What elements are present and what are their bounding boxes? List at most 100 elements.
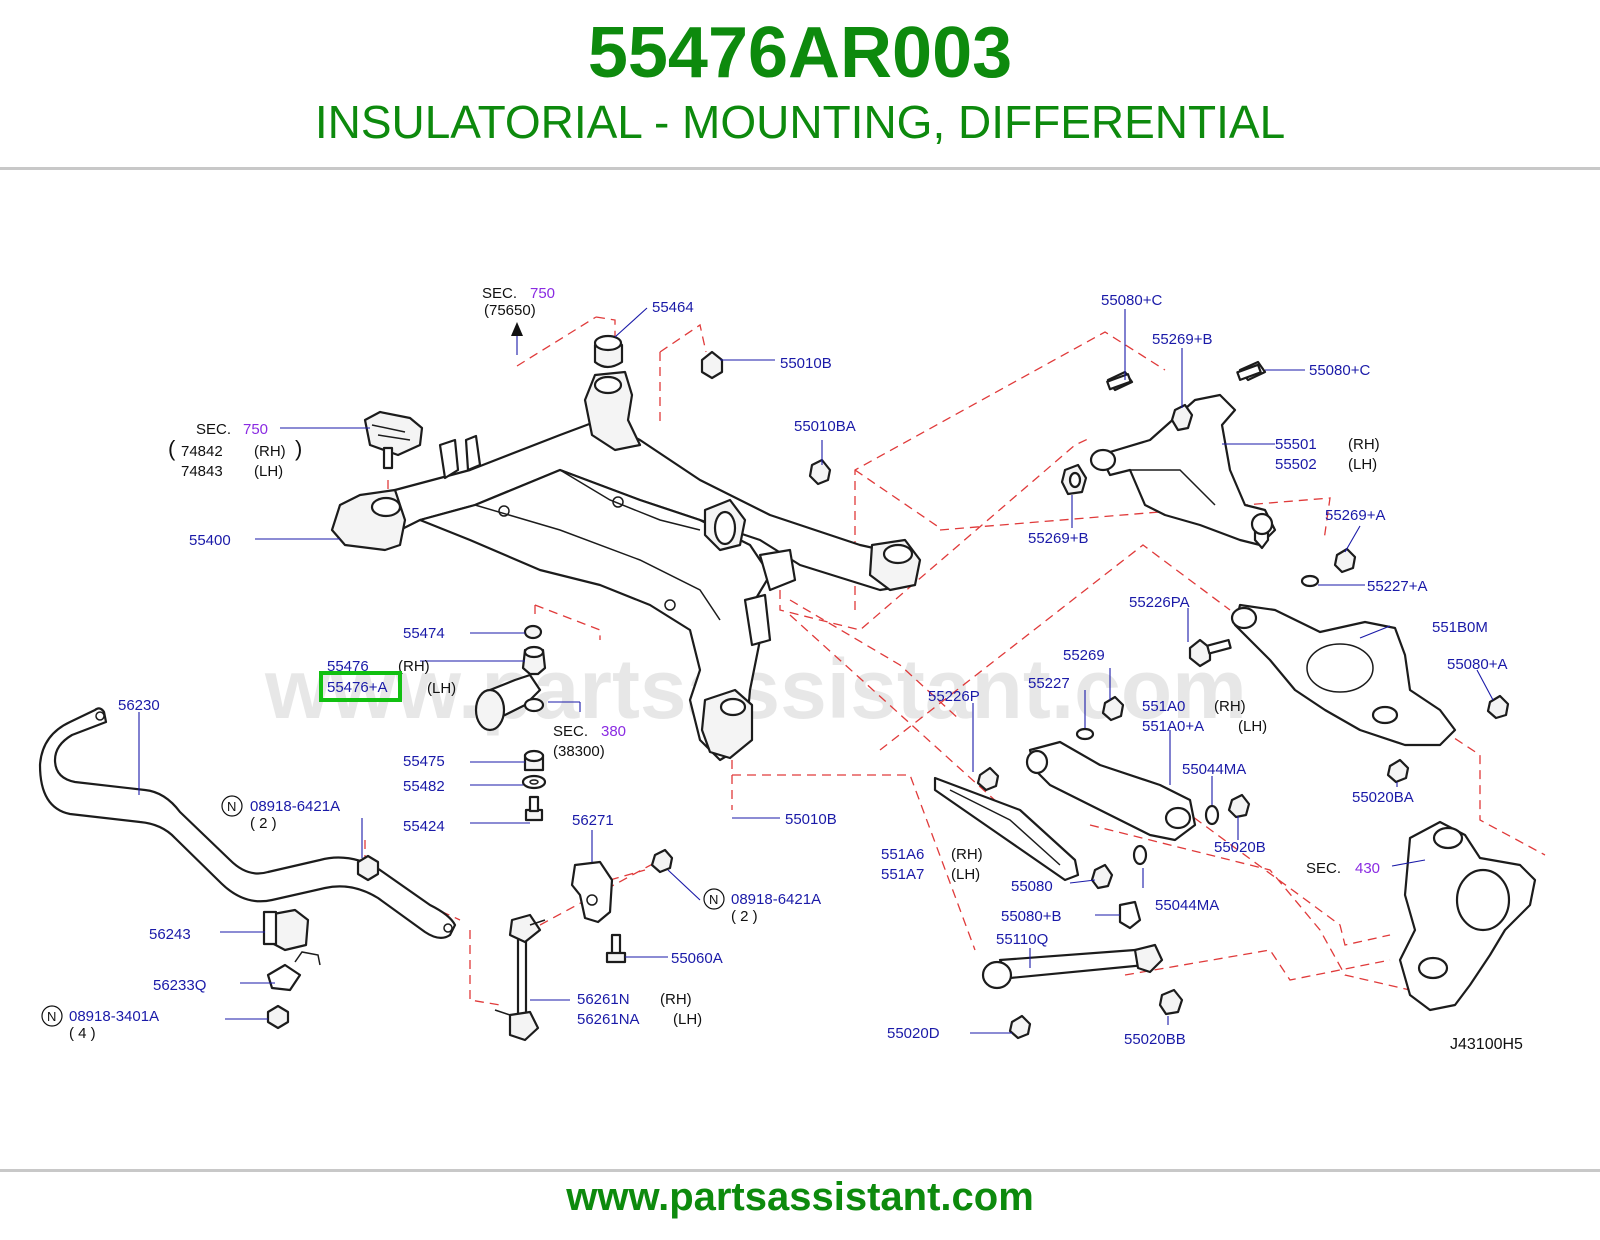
stabilizer-bar-parts [38, 707, 674, 1042]
label-55080-a[interactable]: 55080+A [1447, 656, 1507, 673]
header-divider [0, 167, 1600, 170]
label-55226p[interactable]: 55226P [928, 688, 980, 705]
label-55226pa[interactable]: 55226PA [1129, 594, 1190, 611]
label-sec-380-number: 380 [601, 723, 626, 740]
label-55269-b-top[interactable]: 55269+B [1152, 331, 1212, 348]
n-circle-icon-3 [703, 888, 725, 910]
knuckle-part [1398, 820, 1537, 1012]
label-55020bb[interactable]: 55020BB [1124, 1031, 1186, 1048]
label-55110q[interactable]: 55110Q [996, 931, 1048, 948]
label-55044ma-top[interactable]: 55044MA [1182, 761, 1246, 778]
label-551a0-a[interactable]: 551A0+A [1142, 718, 1204, 735]
label-551b0m[interactable]: 551B0M [1432, 619, 1488, 636]
label-n-a: N [227, 799, 236, 814]
label-qty-2-left: ( 2 ) [250, 815, 277, 832]
label-55476[interactable]: 55476 [327, 658, 369, 675]
label-55020ba[interactable]: 55020BA [1352, 789, 1414, 806]
label-55080-c-top[interactable]: 55080+C [1101, 292, 1162, 309]
label-55080-b[interactable]: 55080+B [1001, 908, 1061, 925]
label-551a7[interactable]: 551A7 [881, 866, 924, 883]
n-circle-icon-2 [41, 1005, 63, 1027]
label-sec-750-top-number: 750 [530, 285, 555, 302]
label-55502[interactable]: 55502 [1275, 456, 1317, 473]
label-74843[interactable]: 74843 [181, 463, 223, 480]
parts-diagram: www.partsassistant.com [38, 285, 1546, 1053]
label-55269-b[interactable]: 55269+B [1028, 530, 1088, 547]
label-55010b-bottom[interactable]: 55010B [785, 811, 837, 828]
label-n-b: N [47, 1009, 56, 1024]
bracket-close: ) [295, 436, 302, 461]
label-55080[interactable]: 55080 [1011, 878, 1053, 895]
top-small-parts [363, 334, 832, 486]
label-55501[interactable]: 55501 [1275, 436, 1317, 453]
footer-divider [0, 1169, 1600, 1172]
differential-mount-parts [474, 624, 547, 822]
label-551a7-lh: (LH) [951, 866, 980, 883]
label-55476-a-lh: (LH) [427, 680, 456, 697]
label-56261n-rh: (RH) [660, 991, 692, 1008]
link-arm-parts [933, 695, 1251, 1040]
label-74843-lh: (LH) [254, 463, 283, 480]
label-55269-a[interactable]: 55269+A [1325, 507, 1385, 524]
label-08918-3401a[interactable]: 08918-3401A [69, 1008, 159, 1025]
label-sec-38300: (38300) [553, 743, 605, 760]
label-qty-4: ( 4 ) [69, 1025, 96, 1042]
label-55060a[interactable]: 55060A [671, 950, 723, 967]
dashed-reference-lines [364, 316, 1546, 1006]
label-sec-750-left-prefix: SEC. [196, 421, 231, 438]
label-551a0[interactable]: 551A0 [1142, 698, 1185, 715]
label-55080-c-right[interactable]: 55080+C [1309, 362, 1370, 379]
label-sec-750-top-prefix: SEC. [482, 285, 517, 302]
label-56233q[interactable]: 56233Q [153, 977, 206, 994]
label-sec-430-prefix: SEC. [1306, 860, 1341, 877]
label-551a0-a-lh: (LH) [1238, 718, 1267, 735]
crossmember-subframe [330, 370, 922, 762]
label-56271[interactable]: 56271 [572, 812, 614, 829]
label-sec-380-prefix: SEC. [553, 723, 588, 740]
label-sec-75650: (75650) [484, 302, 536, 319]
part-number-title: 55476AR003 [587, 13, 1013, 93]
bracket-open: ( [168, 436, 176, 461]
label-56261na[interactable]: 56261NA [577, 1011, 640, 1028]
label-08918-6421a-left[interactable]: 08918-6421A [250, 798, 340, 815]
label-55464[interactable]: 55464 [652, 299, 694, 316]
label-55227[interactable]: 55227 [1028, 675, 1070, 692]
leader-lines [138, 307, 1494, 1034]
label-08918-6421a-right[interactable]: 08918-6421A [731, 891, 821, 908]
label-56261na-lh: (LH) [673, 1011, 702, 1028]
label-sec-750-left-number: 750 [243, 421, 268, 438]
label-56261n[interactable]: 56261N [577, 991, 630, 1008]
label-551a6[interactable]: 551A6 [881, 846, 924, 863]
footer-website[interactable]: www.partsassistant.com [566, 1175, 1034, 1219]
label-551a6-rh: (RH) [951, 846, 983, 863]
label-55424[interactable]: 55424 [403, 818, 445, 835]
label-55044ma-bottom[interactable]: 55044MA [1155, 897, 1219, 914]
label-55010ba[interactable]: 55010BA [794, 418, 856, 435]
label-55020d[interactable]: 55020D [887, 1025, 940, 1042]
label-551a0-rh: (RH) [1214, 698, 1246, 715]
label-55502-lh: (LH) [1348, 456, 1377, 473]
label-55269[interactable]: 55269 [1063, 647, 1105, 664]
label-55482[interactable]: 55482 [403, 778, 445, 795]
label-55227-a[interactable]: 55227+A [1367, 578, 1427, 595]
upper-arm-parts [1060, 360, 1357, 588]
label-56230[interactable]: 56230 [118, 697, 160, 714]
label-sec-430-number: 430 [1355, 860, 1380, 877]
label-55476-a-highlighted[interactable]: 55476+A [327, 679, 387, 696]
label-74842-rh: (RH) [254, 443, 286, 460]
lower-arm-parts [1188, 603, 1510, 784]
label-74842[interactable]: 74842 [181, 443, 223, 460]
part-description: INSULATORIAL - MOUNTING, DIFFERENTIAL [314, 96, 1286, 148]
label-55501-rh: (RH) [1348, 436, 1380, 453]
highlight-box [319, 671, 402, 702]
label-56243[interactable]: 56243 [149, 926, 191, 943]
label-55010b[interactable]: 55010B [780, 355, 832, 372]
diagram-code: J43100H5 [1450, 1036, 1523, 1053]
diagram-labels: SEC. 750 (75650) 55464 55010B 55010BA SE… [41, 285, 1523, 1053]
label-55474[interactable]: 55474 [403, 625, 445, 642]
label-55475[interactable]: 55475 [403, 753, 445, 770]
label-n-c: N [709, 892, 718, 907]
label-55020b[interactable]: 55020B [1214, 839, 1266, 856]
label-55400[interactable]: 55400 [189, 532, 231, 549]
page-header: 55476AR003 INSULATORIAL - MOUNTING, DIFF… [0, 0, 1600, 168]
